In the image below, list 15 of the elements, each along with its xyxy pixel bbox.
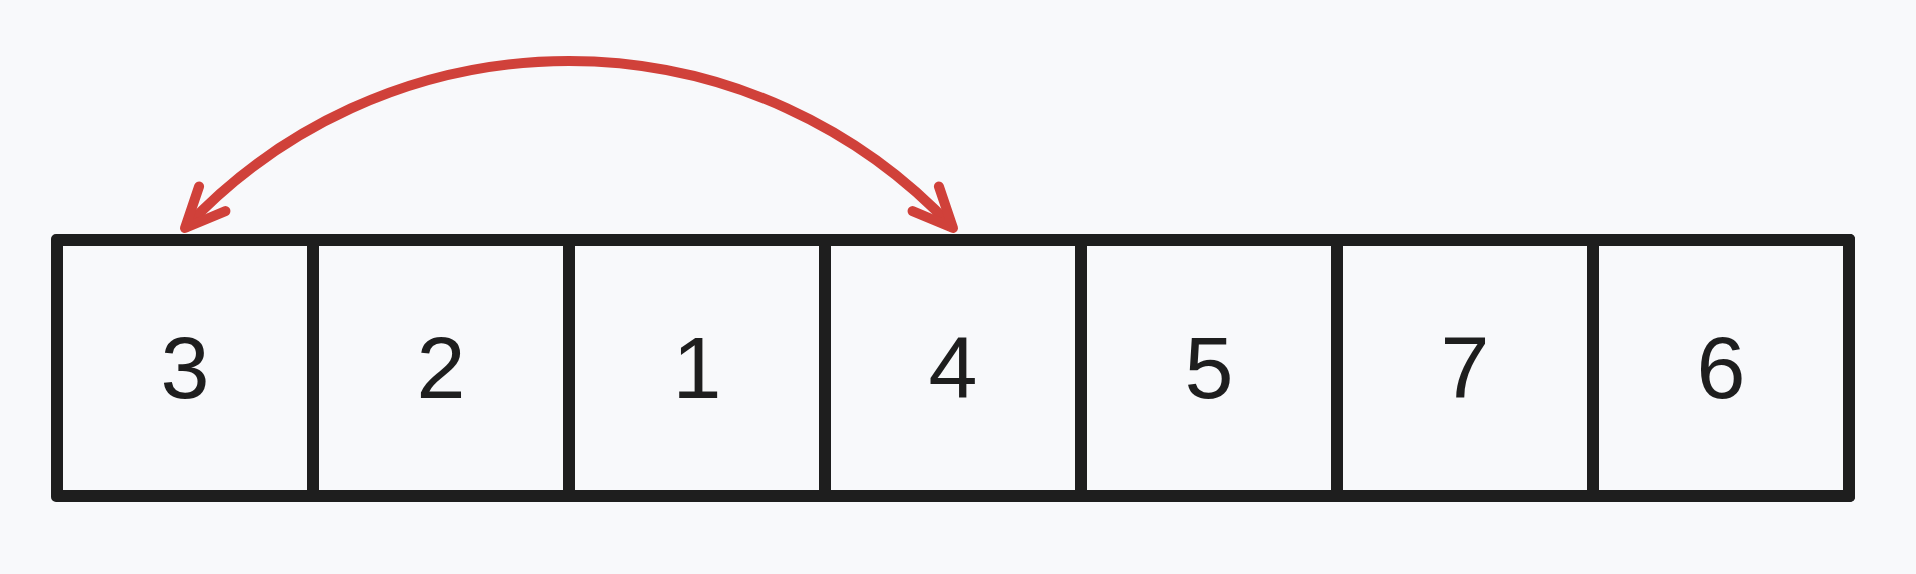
array-cell xyxy=(51,234,319,502)
array-cell xyxy=(1087,234,1343,502)
array-cell xyxy=(1343,234,1599,502)
array-cell xyxy=(1599,234,1855,502)
array-value: 3 xyxy=(160,324,210,412)
array-value: 2 xyxy=(416,324,466,412)
swap-arrow xyxy=(180,57,958,233)
array-cell xyxy=(831,234,1087,502)
array-value: 6 xyxy=(1696,324,1746,412)
array-cell xyxy=(319,234,575,502)
array-value: 1 xyxy=(672,324,722,412)
array-value: 4 xyxy=(928,324,978,412)
array-cell xyxy=(575,234,831,502)
array-value: 7 xyxy=(1440,324,1490,412)
array-value: 5 xyxy=(1184,324,1234,412)
